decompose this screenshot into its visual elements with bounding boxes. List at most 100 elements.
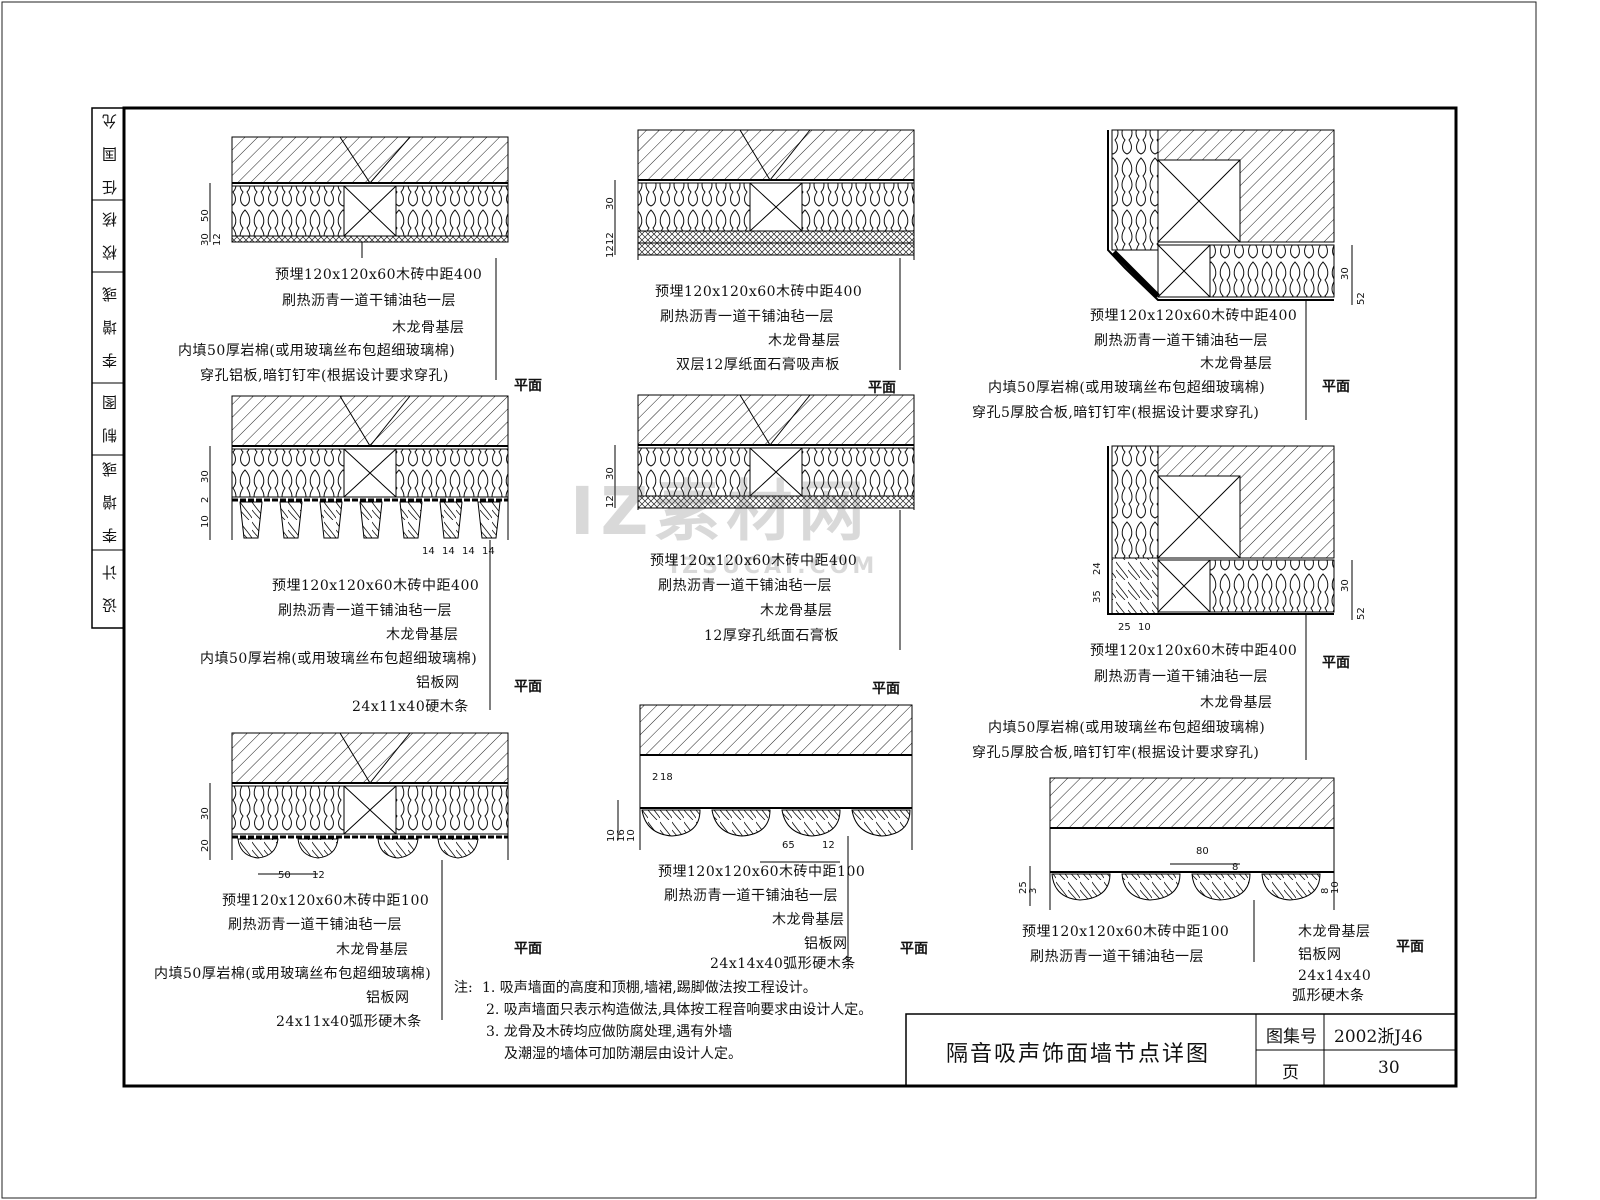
sig-check: 校 核 — [100, 212, 119, 260]
d2-callout-4: 双层12厚纸面石膏吸声板 — [676, 357, 840, 373]
d1-plan-label: 平面 — [514, 378, 542, 394]
d7-dim-30: 30 — [200, 807, 211, 820]
d5-dim-12: 12 — [605, 495, 616, 508]
detail-5 — [614, 394, 915, 510]
d6-callout-2: 刷热沥青一道干铺油毡一层 — [1094, 669, 1268, 685]
d2-dim-30: 30 — [605, 197, 616, 210]
d9-dim-10: 10 — [1330, 881, 1341, 894]
d7-dimh-50: 50 — [278, 870, 291, 881]
d2-plan-label: 平面 — [868, 380, 896, 396]
d8-callout-2: 刷热沥青一道干铺油毡一层 — [664, 888, 838, 904]
note-3: 3. 龙骨及木砖均应做防腐处理,遇有外墙 — [486, 1024, 733, 1040]
d2-callout-1: 预埋120x120x60木砖中距400 — [655, 284, 863, 300]
sig-draw: 制 图 — [100, 395, 119, 443]
d7-dim-20: 20 — [200, 839, 211, 852]
atlas-number: 2002浙J46 — [1334, 1027, 1423, 1047]
d2-callout-3: 木龙骨基层 — [768, 333, 841, 349]
d7-callout-5: 铝板网 — [366, 990, 410, 1006]
d1-dim-12: 12 — [212, 233, 223, 246]
d8-callout-1: 预埋120x120x60木砖中距100 — [658, 864, 866, 880]
d2-dim-12a: 12 — [605, 232, 616, 245]
d9-callout-right-1: 木龙骨基层 — [1298, 924, 1371, 940]
d9-dim-3: 3 — [1028, 887, 1039, 894]
d7-dimh-12: 12 — [312, 870, 325, 881]
d5-callout-4: 12厚穿孔纸面石膏板 — [704, 628, 839, 644]
d4-dimh-4: 14 — [482, 546, 495, 557]
sig-designer: 李 增 彧 — [100, 462, 119, 543]
detail-2 — [614, 129, 915, 260]
sig-design: 设 计 — [100, 565, 119, 613]
d5-callout-1: 预埋120x120x60木砖中距400 — [650, 553, 858, 569]
atlas-label: 图集号 — [1266, 1027, 1317, 1047]
d6-callout-5: 穿孔5厚胶合板,暗钉钉牢(根据设计要求穿孔) — [972, 745, 1260, 761]
d4-dimh-2: 14 — [442, 546, 455, 557]
d1-callout-3: 木龙骨基层 — [392, 320, 465, 336]
d6-dim-30: 30 — [1340, 579, 1351, 592]
detail-6 — [1107, 445, 1353, 620]
watermark-sub: IZSUCAI.COM — [670, 554, 879, 579]
d9-callout-right-3: 24x14x40 — [1298, 968, 1372, 984]
d7-callout-1: 预埋120x120x60木砖中距100 — [222, 893, 430, 909]
d8-dimh-18: 18 — [660, 772, 673, 783]
d4-dim-30: 30 — [200, 470, 211, 483]
d4-dimh-3: 14 — [462, 546, 475, 557]
d9-dimh-8: 8 — [1232, 862, 1239, 873]
d4-callout-3: 木龙骨基层 — [386, 627, 459, 643]
d9-callout-left-2: 刷热沥青一道干铺油毡一层 — [1030, 949, 1204, 965]
d7-callout-3: 木龙骨基层 — [336, 942, 409, 958]
d8-dimh-65: 65 — [782, 840, 795, 851]
note-4: 及潮湿的墙体可加防潮层由设计人定。 — [504, 1046, 742, 1062]
title-block-frame — [905, 1013, 1457, 1087]
d7-callout-6: 24x11x40弧形硬木条 — [276, 1014, 422, 1030]
detail-7 — [209, 732, 509, 875]
d9-callout-right-2: 铝板网 — [1298, 947, 1342, 963]
leader-lines — [441, 258, 1307, 1020]
d8-callout-3: 木龙骨基层 — [772, 912, 845, 928]
d1-callout-1: 预埋120x120x60木砖中距400 — [275, 267, 483, 283]
signature-bar — [91, 107, 125, 629]
page-label: 页 — [1282, 1063, 1299, 1083]
d5-callout-2: 刷热沥青一道干铺油毡一层 — [658, 578, 832, 594]
d1-dim-30: 30 — [200, 233, 211, 246]
page-number: 30 — [1378, 1058, 1400, 1078]
d4-dimh-1: 14 — [422, 546, 435, 557]
d7-callout-2: 刷热沥青一道干铺油毡一层 — [228, 917, 402, 933]
note-2: 2. 吸声墙面只表示构造做法,具体按工程音响要求由设计人定。 — [486, 1002, 873, 1018]
outer-border — [1, 1, 1537, 1199]
d4-callout-5: 铝板网 — [416, 675, 460, 691]
d8-callout-5: 24x14x40弧形硬木条 — [710, 956, 856, 972]
d9-callout-right-4: 弧形硬木条 — [1292, 988, 1365, 1004]
d4-dim-10: 10 — [200, 515, 211, 528]
d8-dimh-12: 12 — [822, 840, 835, 851]
d1-dim-50: 50 — [200, 209, 211, 222]
d3-callout-1: 预埋120x120x60木砖中距400 — [1090, 308, 1298, 324]
d4-plan-label: 平面 — [514, 679, 542, 695]
d6-dimh-10: 10 — [1138, 622, 1151, 633]
detail-8 — [617, 704, 913, 863]
d2-dim-12b: 12 — [605, 245, 616, 258]
d5-plan-label: 平面 — [872, 681, 900, 697]
d8-dimh-2: 2 — [652, 772, 659, 783]
d1-callout-2: 刷热沥青一道干铺油毡一层 — [282, 293, 456, 309]
d6-dimh-25: 25 — [1118, 622, 1131, 633]
d5-callout-3: 木龙骨基层 — [760, 603, 833, 619]
d8-plan-label: 平面 — [900, 941, 928, 957]
d4-dim-2: 2 — [200, 496, 211, 503]
detail-9 — [1029, 777, 1335, 910]
d6-callout-3: 木龙骨基层 — [1200, 695, 1273, 711]
d3-callout-3: 木龙骨基层 — [1200, 356, 1273, 372]
d7-callout-4: 内填50厚岩棉(或用玻璃丝布包超细玻璃棉) — [154, 966, 432, 982]
sig-drafter: 李 增 彧 — [100, 287, 119, 368]
d6-callout-4: 内填50厚岩棉(或用玻璃丝布包超细玻璃棉) — [988, 720, 1266, 736]
note-1: 1. 吸声墙面的高度和顶棚,墙裙,踢脚做法按工程设计。 — [482, 980, 817, 996]
d9-callout-left-1: 预埋120x120x60木砖中距100 — [1022, 924, 1230, 940]
d5-dim-30: 30 — [605, 467, 616, 480]
d3-dim-30: 30 — [1340, 267, 1351, 280]
d4-callout-4: 内填50厚岩棉(或用玻璃丝布包超细玻璃棉) — [200, 651, 478, 667]
detail-1 — [209, 136, 509, 258]
detail-4 — [209, 395, 509, 540]
d6-callout-1: 预埋120x120x60木砖中距400 — [1090, 643, 1298, 659]
d3-callout-4: 内填50厚岩棉(或用玻璃丝布包超细玻璃棉) — [988, 380, 1266, 396]
notes-prefix: 注: — [454, 980, 473, 996]
